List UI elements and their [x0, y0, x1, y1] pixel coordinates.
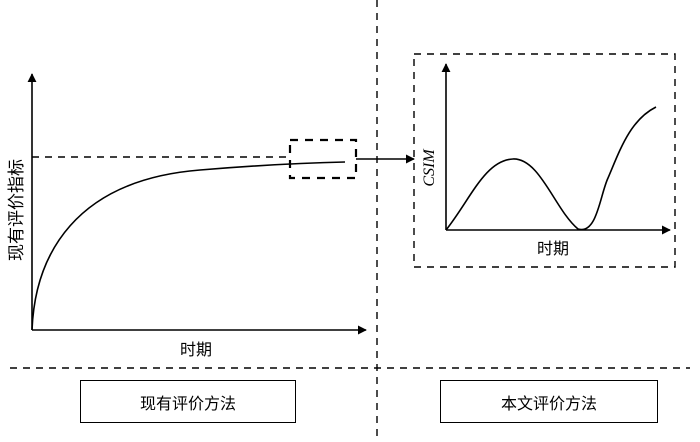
left-x-axis-label: 时期: [180, 340, 212, 359]
right-x-axis-label: 时期: [537, 239, 569, 258]
existing-method-label: 现有评价方法: [139, 393, 236, 413]
zoom-selection-box: [288, 138, 358, 180]
proposed-method-box: 本文评价方法: [440, 380, 658, 423]
right-chart: CSIM 时期: [413, 53, 676, 268]
left-chart: 现有评价指标 时期: [7, 73, 415, 359]
right-y-axis-label: CSIM: [421, 148, 438, 187]
left-curve: [31, 161, 346, 331]
existing-method-box: 现有评价方法: [80, 380, 296, 423]
right-curve: [445, 106, 657, 231]
left-y-axis-label: 现有评价指标: [7, 159, 27, 261]
proposed-method-label: 本文评价方法: [500, 393, 597, 413]
right-zoom-frame: [413, 53, 676, 268]
